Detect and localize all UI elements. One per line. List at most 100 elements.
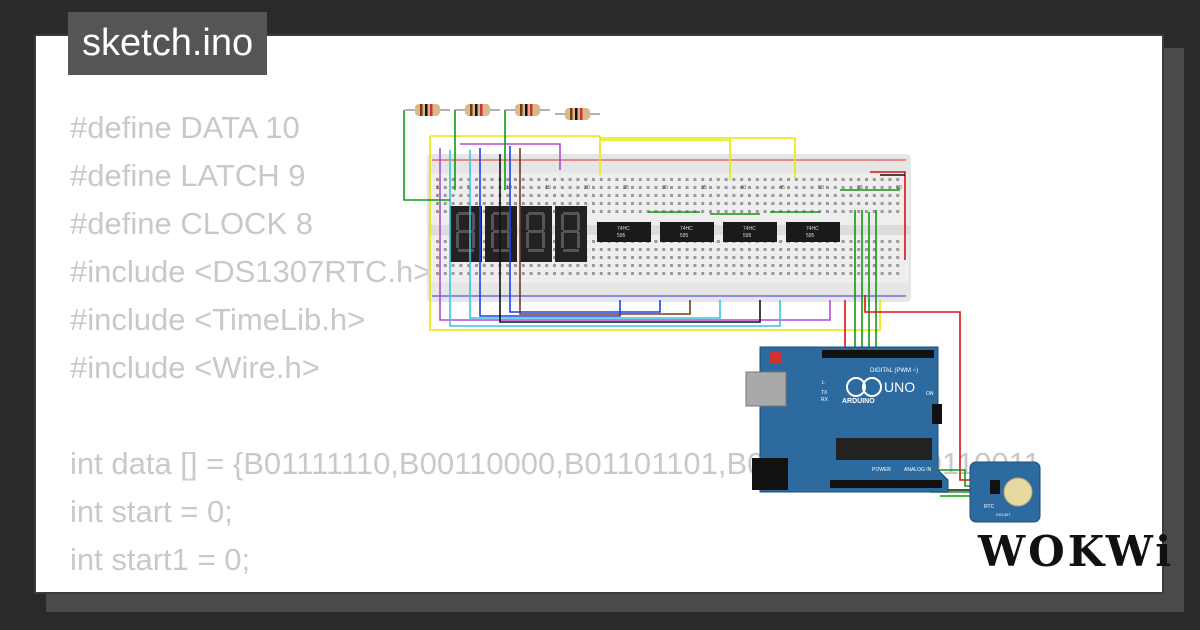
breadboard-hole <box>482 256 486 259</box>
arduino-logo-icon <box>846 377 866 397</box>
breadboard-hole <box>662 272 666 275</box>
breadboard-hole <box>615 248 619 251</box>
shift-register-chip <box>597 222 651 242</box>
breadboard-hole <box>810 256 814 259</box>
breadboard-hole <box>857 256 861 259</box>
breadboard-hole <box>763 248 767 251</box>
breadboard-hole <box>763 272 767 275</box>
code-line: #include <Wire.h> <box>70 350 320 385</box>
breadboard-hole <box>443 202 447 205</box>
breadboard-hole <box>693 202 697 205</box>
breadboard-hole <box>467 194 471 197</box>
breadboard-hole <box>779 186 783 189</box>
breadboard-hole <box>802 178 806 181</box>
breadboard-hole <box>584 264 588 267</box>
breadboard-hole <box>701 272 705 275</box>
breadboard-hole <box>677 248 681 251</box>
breadboard-hole <box>701 264 705 267</box>
breadboard-hole <box>638 186 642 189</box>
segment <box>561 232 564 248</box>
breadboard-hole <box>810 272 814 275</box>
breadboard-hole <box>857 202 861 205</box>
breadboard-hole <box>849 202 853 205</box>
breadboard-hole <box>436 178 439 181</box>
breadboard-hole <box>771 202 775 205</box>
breadboard-hole <box>545 202 549 205</box>
breadboard-hole <box>553 256 556 259</box>
breadboard-hole <box>732 194 736 197</box>
breadboard-hole <box>787 202 790 205</box>
breadboard-hole <box>794 202 798 205</box>
resistor-band <box>420 104 423 116</box>
breadboard-hole <box>709 264 712 267</box>
breadboard-hole <box>670 178 673 181</box>
chip-label: 74HC <box>680 226 693 232</box>
breadboard-hole <box>787 256 790 259</box>
breadboard-hole <box>521 264 525 267</box>
breadboard-hole <box>677 256 681 259</box>
breadboard-hole <box>623 194 627 197</box>
breadboard-hole <box>584 178 588 181</box>
breadboard-hole <box>685 248 689 251</box>
breadboard-hole <box>443 248 447 251</box>
breadboard-hole <box>467 186 471 189</box>
breadboard-hole <box>521 178 525 181</box>
breadboard-hole <box>654 186 658 189</box>
breadboard-hole <box>451 264 455 267</box>
breadboard-hole <box>451 178 455 181</box>
arduino-uno[interactable]: DIGITAL (PWM ~) UNO ARDUINO ON L TX RX P… <box>745 346 949 493</box>
breadboard-hole <box>740 186 744 189</box>
breadboard-hole <box>537 202 541 205</box>
breadboard-hole <box>693 194 697 197</box>
breadboard-hole <box>865 248 868 251</box>
breadboard-hole <box>490 202 494 205</box>
code-line: #define CLOCK 8 <box>70 206 313 241</box>
wire <box>429 135 881 331</box>
segment <box>493 212 509 215</box>
breadboard-hole <box>506 178 510 181</box>
breadboard-hole <box>638 194 642 197</box>
wire <box>519 148 691 315</box>
breadboard-hole <box>443 194 447 197</box>
breadboard-hole <box>857 210 861 213</box>
breadboard-hole <box>467 178 471 181</box>
segment <box>456 232 459 248</box>
breadboard-hole <box>724 264 728 267</box>
breadboard-hole <box>553 264 556 267</box>
segment <box>458 212 474 215</box>
microcontroller-chip <box>836 438 932 460</box>
resistor-band <box>525 104 528 116</box>
breadboard-hole <box>779 178 783 181</box>
reset-button[interactable] <box>770 352 782 364</box>
breadboard-hole <box>646 194 650 197</box>
file-tab[interactable]: sketch.ino <box>68 12 268 75</box>
breadboard-hole <box>529 178 533 181</box>
shift-register-chip <box>660 222 714 242</box>
resistors <box>405 104 600 120</box>
breadboard-hole <box>638 256 642 259</box>
breadboard-hole <box>888 178 892 181</box>
column-number: 5 <box>467 185 470 191</box>
breadboard-hole <box>794 248 798 251</box>
breadboard-hole <box>654 272 658 275</box>
breadboard-hole <box>779 202 783 205</box>
breadboard-hole <box>670 264 673 267</box>
breadboard-hole <box>693 256 697 259</box>
rtc-module[interactable]: RTC DS1307 <box>969 461 1041 523</box>
breadboard-hole <box>677 272 681 275</box>
breadboard-hole <box>451 202 455 205</box>
breadboard-hole <box>482 194 486 197</box>
breadboard-hole <box>514 194 517 197</box>
breadboard-hole <box>560 178 564 181</box>
breadboard-hole <box>740 194 744 197</box>
breadboard-hole <box>677 194 681 197</box>
breadboard-hole <box>755 256 759 259</box>
breadboard-hole <box>709 194 712 197</box>
breadboard-hole <box>459 272 463 275</box>
breadboard-hole <box>654 248 658 251</box>
breadboard-hole <box>436 194 439 197</box>
breadboard-hole <box>748 202 751 205</box>
breadboard-hole <box>584 202 588 205</box>
breadboard-hole <box>833 210 837 213</box>
